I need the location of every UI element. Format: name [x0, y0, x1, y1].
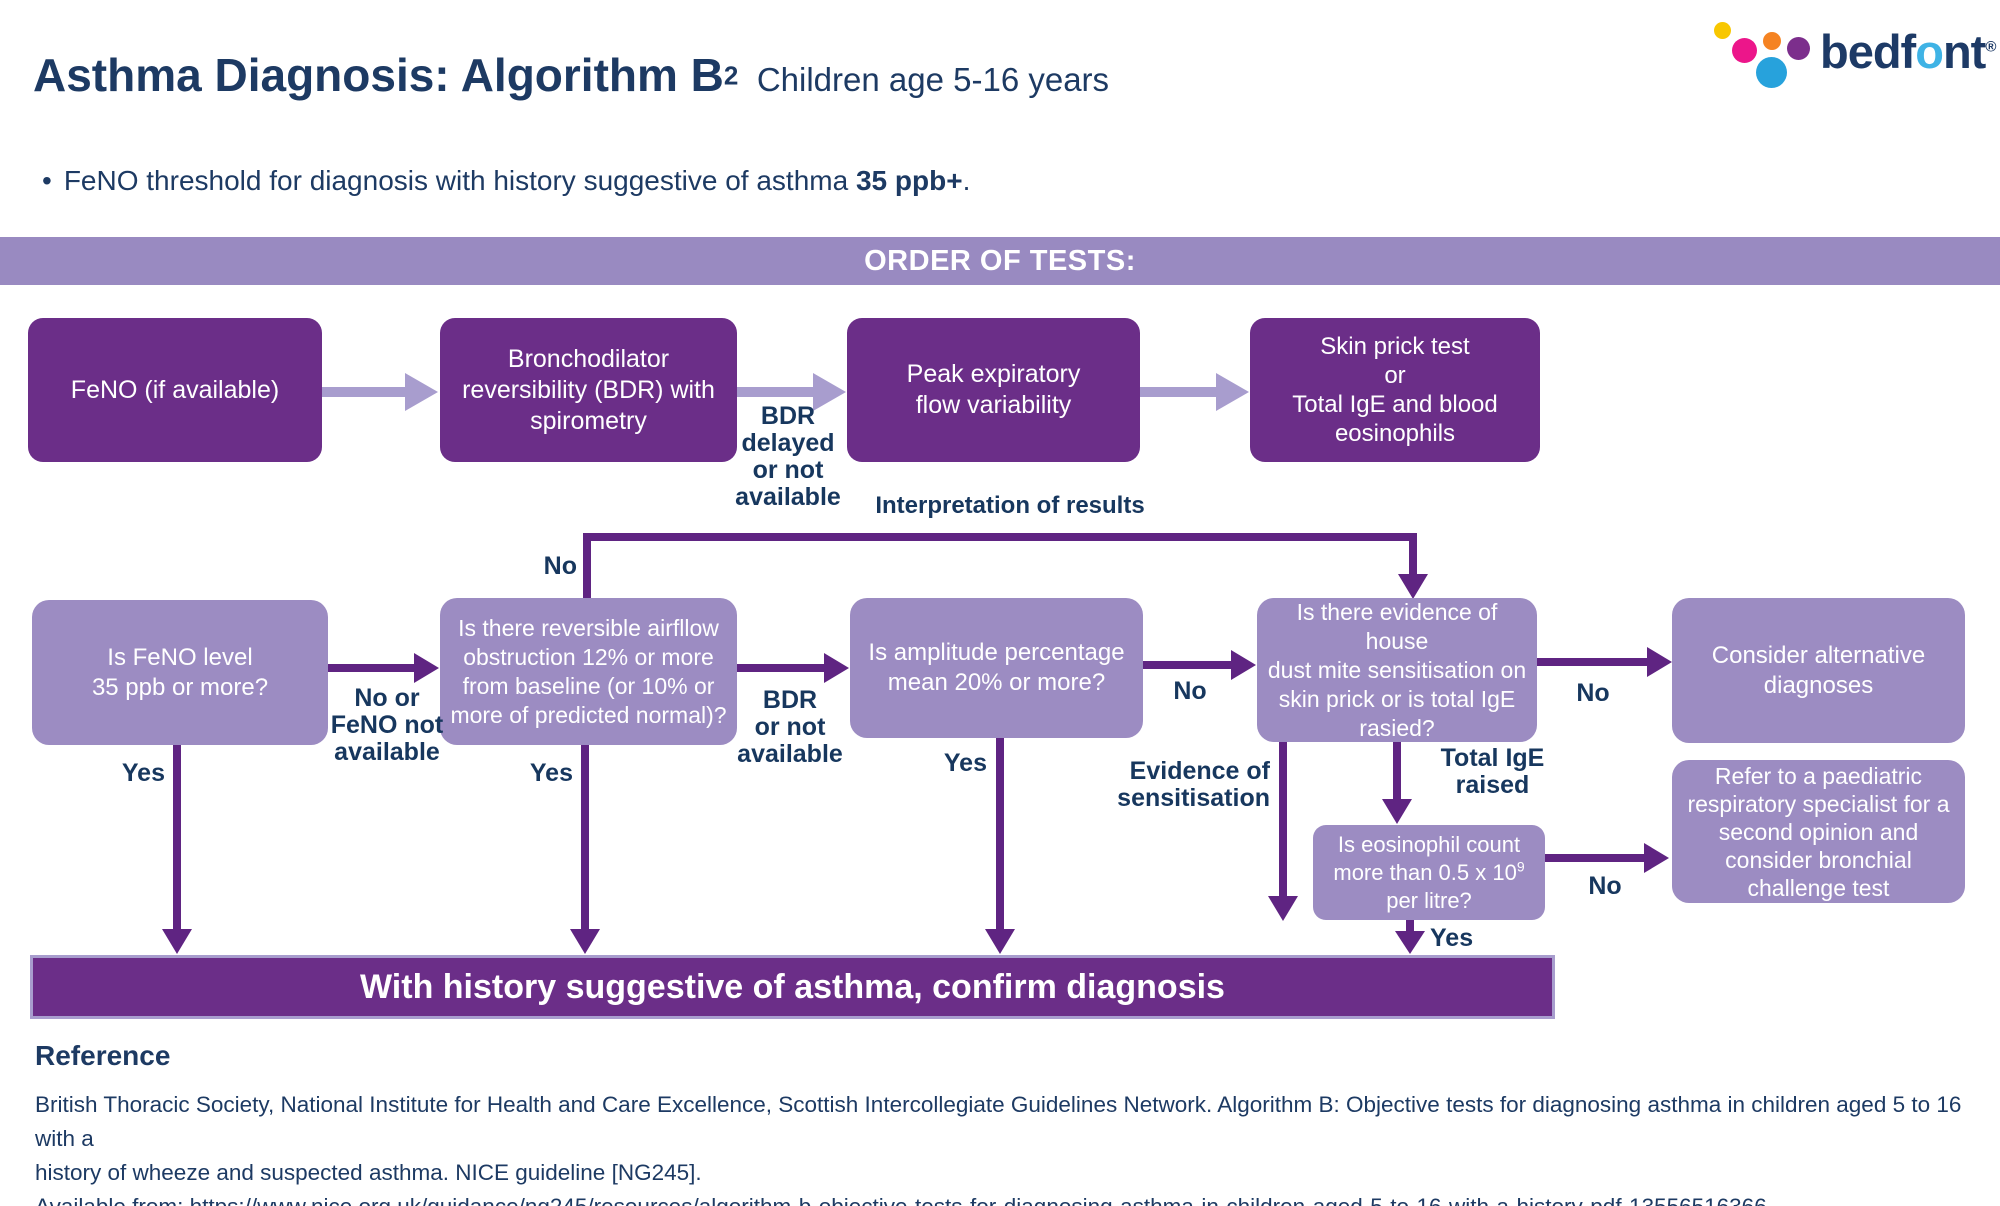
- edge-label-no-after-dustmite: No: [1576, 679, 1610, 707]
- test-box-peak-flow: Peak expiratory flow variability: [847, 318, 1140, 462]
- logo-text-part: bedf: [1820, 25, 1916, 78]
- test-box-bdr-label: Bronchodilator reversibility (BDR) with …: [462, 344, 715, 435]
- edge-label-bdr-or-not: BDR or not available: [737, 686, 843, 768]
- bullet-threshold-value: 35 ppb+: [855, 165, 963, 196]
- title-superscript: 2: [723, 60, 739, 91]
- decision-amplitude-label: Is amplitude percentage mean 20% or more…: [868, 639, 1125, 696]
- test-box-peak-flow-label: Peak expiratory flow variability: [906, 360, 1081, 419]
- edge-label-yes-eosinophil: Yes: [1430, 924, 1474, 952]
- logo-dot-yellow-icon: [1714, 22, 1731, 39]
- test-box-bdr-spirometry: Bronchodilator reversibility (BDR) with …: [440, 318, 737, 462]
- edge-label-yes-feno: Yes: [121, 759, 165, 787]
- order-of-tests-label: ORDER OF TESTS:: [864, 244, 1136, 277]
- eosinophil-line3: per litre?: [1386, 887, 1472, 913]
- edge-label-bdr-delayed: BDR delayed or not available: [735, 402, 841, 511]
- logo-text-o: o: [1915, 25, 1944, 78]
- eosinophil-superscript: 9: [1516, 858, 1525, 875]
- decision-amplitude-percentage: Is amplitude percentage mean 20% or more…: [850, 598, 1143, 738]
- bullet-text: FeNO threshold for diagnosis with histor…: [63, 165, 856, 196]
- title-subtitle: Children age 5-16 years: [756, 61, 1110, 98]
- decision-feno-level-label: Is FeNO level 35 ppb or more?: [91, 643, 269, 701]
- feno-threshold-bullet: • FeNO threshold for diagnosis with histo…: [42, 165, 970, 197]
- eosinophil-line1: Is eosinophil count: [1337, 831, 1521, 857]
- reference-heading: Reference: [35, 1040, 171, 1071]
- edge-label-interpretation-of-results: Interpretation of results: [875, 492, 1145, 519]
- edge-label-no-eosinophil: No: [1588, 872, 1622, 900]
- logo-text-part2: nt: [1942, 25, 1986, 78]
- decision-dust-mite-label: Is there evidence of house dust mite sen…: [1267, 598, 1527, 741]
- confirm-diagnosis-bar: With history suggestive of asthma, confi…: [30, 955, 1555, 1019]
- order-of-tests-bar: ORDER OF TESTS:: [0, 237, 2000, 285]
- edge-label-evidence-of-sensitisation: Evidence of sensitisation: [1117, 757, 1270, 812]
- logo-dot-purple-icon: [1787, 37, 1810, 60]
- test-box-feno-label: FeNO (if available): [70, 375, 280, 404]
- edge-label-total-ige-raised: Total IgE raised: [1440, 744, 1545, 799]
- logo-dot-blue-icon: [1756, 57, 1787, 88]
- outcome-refer-label: Refer to a paediatric respiratory specia…: [1687, 762, 1950, 901]
- confirm-diagnosis-label: With history suggestive of asthma, confi…: [360, 967, 1225, 1006]
- bullet-icon: •: [42, 165, 52, 196]
- logo-dot-magenta-icon: [1732, 38, 1757, 63]
- edge-label-yes-bdr: Yes: [529, 759, 573, 787]
- registered-mark: ®: [1985, 38, 1996, 56]
- test-box-feno: FeNO (if available): [28, 318, 322, 462]
- reference-text: British Thoracic Society, National Insti…: [35, 1092, 1962, 1206]
- title-text: Asthma Diagnosis: Algorithm B: [33, 49, 724, 101]
- page-title: Asthma Diagnosis: Algorithm B2 Children …: [33, 48, 1109, 102]
- outcome-alternative-diagnoses: Consider alternative diagnoses: [1672, 598, 1965, 743]
- bullet-period: .: [962, 165, 971, 196]
- eosinophil-line2: more than 0.5 x 10: [1333, 859, 1517, 885]
- decision-reversible-airflow-label: Is there reversible airfllow obstruction…: [450, 614, 727, 728]
- edge-label-no-or-feno: No or FeNO not available: [330, 684, 444, 766]
- edge-label-no-loop: No: [543, 552, 577, 580]
- outcome-refer-specialist: Refer to a paediatric respiratory specia…: [1672, 760, 1965, 903]
- edge-label-no-after-amplitude: No: [1173, 677, 1207, 705]
- decision-feno-level: Is FeNO level 35 ppb or more?: [32, 600, 328, 745]
- test-box-skin-prick-ige: Skin prick test or Total IgE and blood e…: [1250, 318, 1540, 462]
- test-box-skin-prick-label: Skin prick test or Total IgE and blood e…: [1292, 333, 1498, 447]
- edge-label-yes-amplitude: Yes: [943, 749, 987, 777]
- logo-wordmark: bedfont®: [1820, 24, 1996, 79]
- decision-dust-mite-ige: Is there evidence of house dust mite sen…: [1257, 598, 1537, 742]
- logo-dot-orange-icon: [1763, 32, 1781, 50]
- decision-reversible-airflow: Is there reversible airfllow obstruction…: [440, 598, 737, 745]
- outcome-alternative-label: Consider alternative diagnoses: [1711, 641, 1926, 699]
